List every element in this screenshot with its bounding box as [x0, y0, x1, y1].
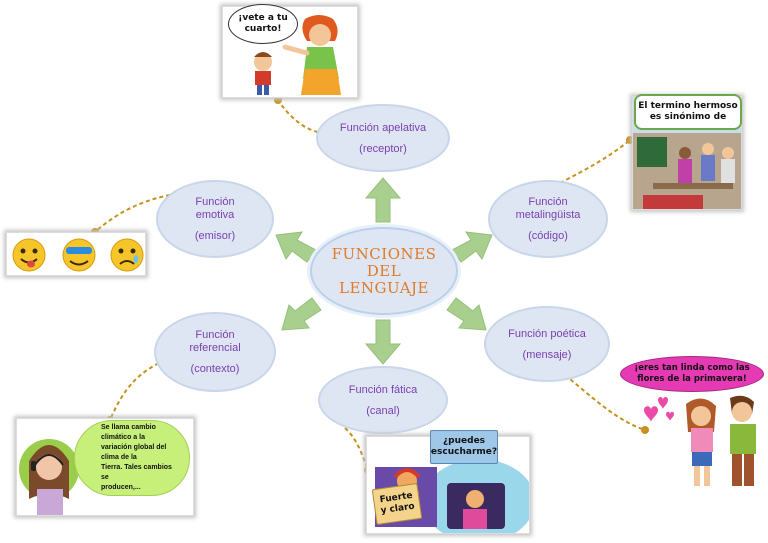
bubble-poetica-line-2: flores de la primavera! [637, 374, 747, 384]
arrow-up [364, 177, 402, 223]
node-fatica-title: Función fática [348, 383, 418, 396]
node-apelativa: Función apelativa (receptor) [316, 104, 450, 172]
arrow-upper-right [451, 231, 493, 263]
node-metalinguistica-title-1: Función [528, 196, 568, 208]
bubble-poetica-line-1: ¡eres tan linda como las [634, 363, 750, 373]
bubble-referencial-line-3: Tierra. Tales cambios se [101, 464, 172, 481]
node-referencial-sub: (contexto) [190, 363, 240, 375]
node-metalinguistica-title-2: metalingüista [515, 209, 581, 221]
node-poetica: Función poética (mensaje) [484, 306, 610, 382]
center-node: FUNCIONES DEL LENGUAJE [310, 227, 458, 315]
arrow-lower-right [446, 297, 487, 331]
node-fatica: Función fática (canal) [318, 366, 448, 434]
bubble-fatica-question-line-2: escucharme? [430, 447, 498, 457]
node-metalinguistica: Función metalingüista (código) [488, 180, 608, 258]
speech-bubble-apelativa: ¡vete a tu cuarto! [228, 4, 298, 44]
picture-emotiva [6, 232, 146, 276]
node-apelativa-sub: (receptor) [359, 142, 407, 155]
node-poetica-sub: (mensaje) [522, 348, 572, 361]
connector-metalinguistica [559, 136, 634, 184]
node-poetica-title: Función poética [508, 327, 586, 340]
arrow-upper-left [275, 231, 317, 263]
node-metalinguistica-sub: (código) [528, 230, 568, 242]
connector-apelativa [274, 96, 319, 133]
node-emotiva: Función emotiva (emisor) [156, 180, 274, 258]
speech-bubble-metalinguistica: El termino hermoso es sinónimo de [634, 94, 742, 130]
heart-icons [644, 397, 674, 422]
node-apelativa-title: Función apelativa [339, 121, 427, 134]
connector-emotiva [91, 194, 171, 236]
speech-bubble-poetica: ¡eres tan linda como las flores de la pr… [620, 356, 764, 392]
emoji-faces [12, 238, 144, 272]
arrow-down [364, 319, 402, 365]
arrow-lower-left [281, 297, 322, 331]
center-line-2: DEL [366, 261, 402, 280]
node-fatica-sub: (canal) [366, 404, 400, 417]
tongue-face-icon [12, 238, 46, 272]
node-emotiva-title-1: Función [195, 196, 235, 208]
sad-face-icon [110, 238, 144, 272]
center-line-1: FUNCIONES [331, 244, 437, 263]
node-referencial: Función referencial (contexto) [154, 312, 276, 392]
bubble-referencial-line-1: Se llama cambio climático a la [101, 424, 156, 441]
node-referencial-title-1: Función [195, 329, 235, 341]
node-emotiva-sub: (emisor) [194, 230, 236, 242]
picture-poetica [636, 392, 768, 490]
node-referencial-title-2: referencial [189, 342, 241, 354]
bubble-metalinguistica-line-2: es sinónimo de [649, 112, 727, 122]
connector-referencial [106, 359, 166, 424]
couple-scene [644, 395, 756, 486]
connector-fatica [344, 427, 372, 474]
bubble-referencial-line-2: variación global del clima de la [101, 444, 167, 461]
node-emotiva-title-2: emotiva [195, 209, 235, 221]
bubble-referencial-line-4: producen,... [101, 484, 141, 491]
cool-face-icon [62, 238, 96, 272]
connector-poetica [564, 374, 649, 434]
speech-bubble-fatica-answer: Fuerte y claro [371, 482, 423, 526]
bubble-metalinguistica-line-1: El termino hermoso [638, 101, 738, 111]
bubble-fatica-question-line-1: ¿puedes [442, 436, 486, 446]
center-line-3: LENGUAJE [339, 278, 429, 297]
speech-bubble-fatica-question: ¿puedes escucharme? [430, 430, 498, 464]
speech-bubble-referencial: Se llama cambio climático a la variación… [74, 420, 190, 496]
bubble-apelativa-line-1: ¡vete a tu [238, 13, 288, 23]
bubble-apelativa-line-2: cuarto! [244, 24, 282, 34]
